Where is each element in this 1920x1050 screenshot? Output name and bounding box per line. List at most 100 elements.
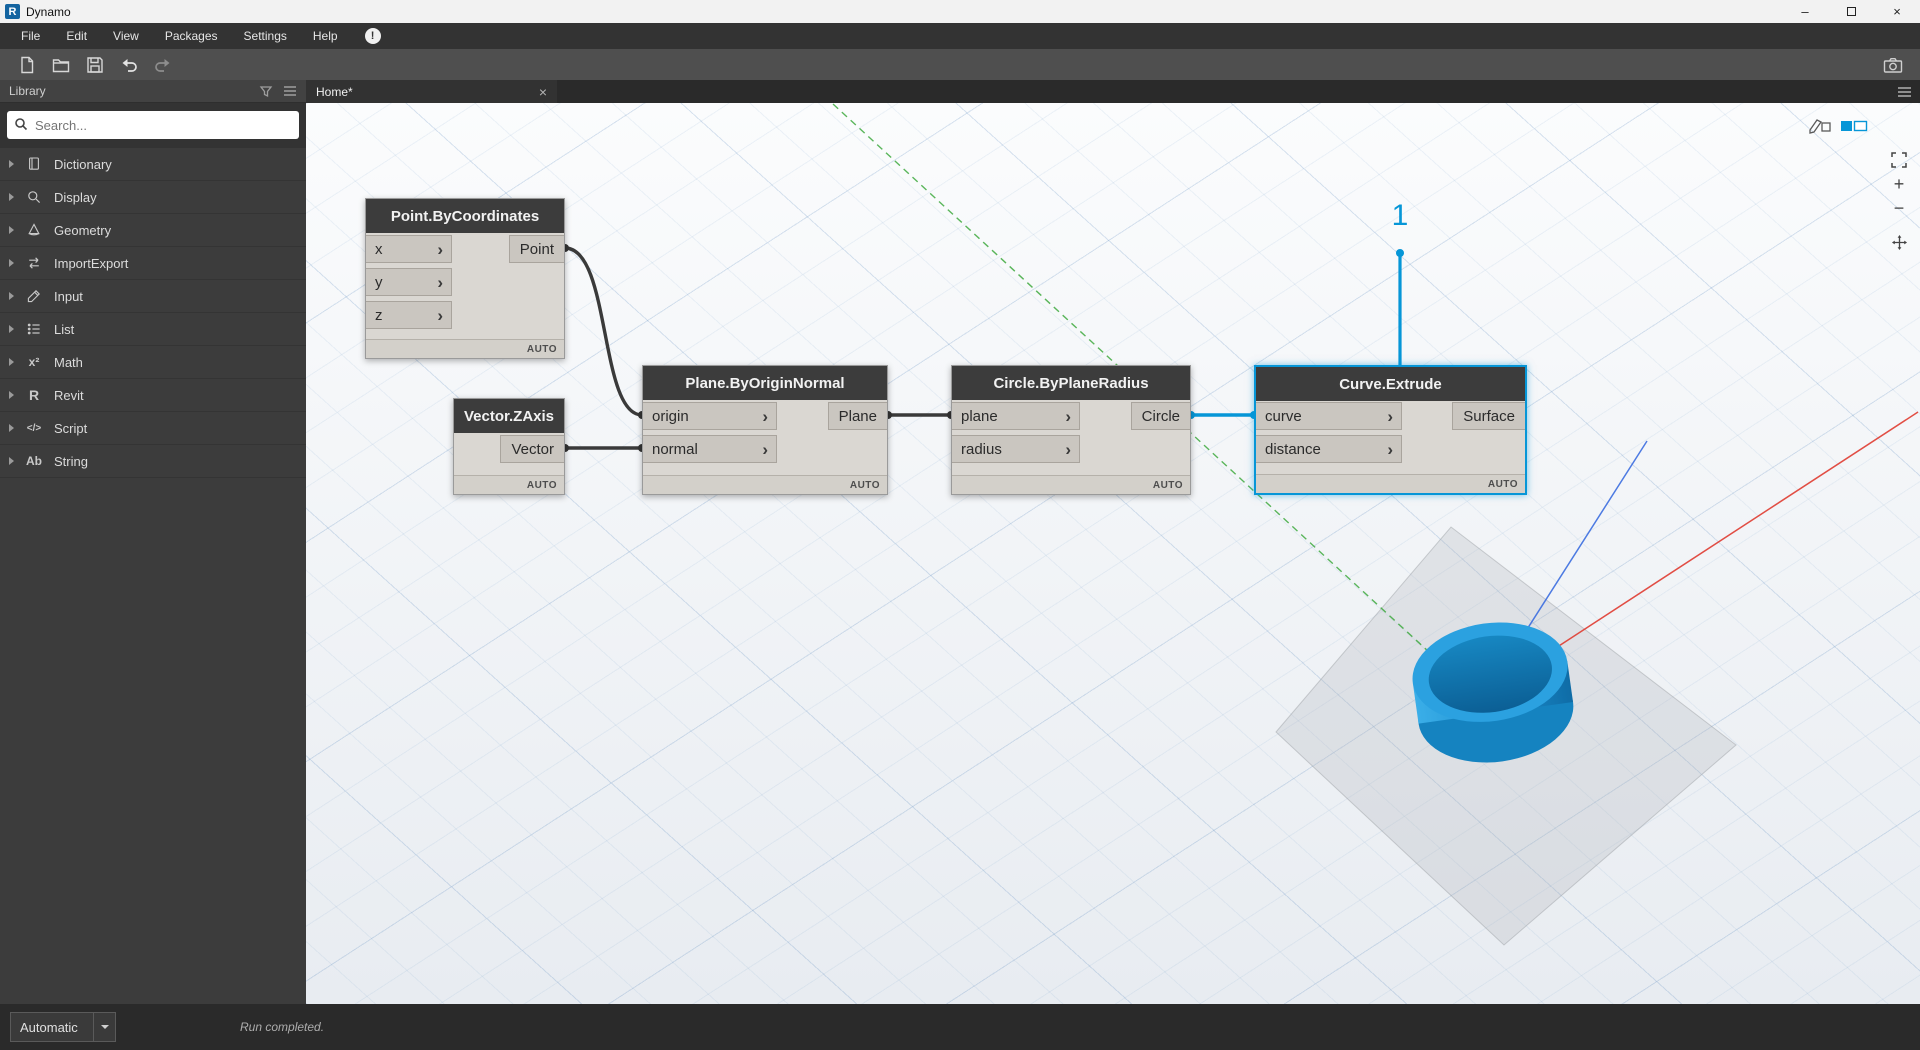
output-port-circle[interactable]: Circle xyxy=(1130,402,1190,430)
menu-packages[interactable]: Packages xyxy=(164,29,218,43)
minimize-button[interactable]: – xyxy=(1801,4,1809,19)
library-menu-icon[interactable] xyxy=(283,85,297,97)
wire-point-to-origin[interactable] xyxy=(563,246,644,417)
node-title[interactable]: Plane.ByOriginNormal xyxy=(643,366,887,400)
node-curve-extrude[interactable]: Curve.Extrude curve › distance › Surface… xyxy=(1254,365,1527,495)
library-item-math[interactable]: x² Math xyxy=(0,346,306,379)
library-search xyxy=(0,103,306,148)
expand-arrow-icon[interactable] xyxy=(9,325,14,333)
lacing-indicator[interactable]: AUTO xyxy=(526,343,557,355)
node-title[interactable]: Circle.ByPlaneRadius xyxy=(952,366,1190,400)
expand-arrow-icon[interactable] xyxy=(9,226,14,234)
magnifier-icon xyxy=(23,189,45,205)
tab-home[interactable]: Home* × xyxy=(306,80,557,103)
maximize-button[interactable] xyxy=(1828,0,1874,23)
run-mode-select[interactable]: Automatic xyxy=(10,1012,116,1042)
output-port-plane[interactable]: Plane xyxy=(827,402,887,430)
menu-file[interactable]: File xyxy=(21,29,41,43)
library-item-dictionary[interactable]: Dictionary xyxy=(0,148,306,181)
lacing-indicator[interactable]: AUTO xyxy=(849,479,880,491)
input-port-radius[interactable]: radius › xyxy=(952,435,1080,463)
workspace-menu-icon[interactable] xyxy=(1897,86,1912,98)
pan-icon xyxy=(1891,234,1907,250)
close-button[interactable]: × xyxy=(1893,4,1901,19)
library-item-display[interactable]: Display xyxy=(0,181,306,214)
input-port-x[interactable]: x › xyxy=(366,235,452,263)
bullet-list-icon xyxy=(23,321,45,337)
output-port-surface[interactable]: Surface xyxy=(1452,402,1525,430)
preview-cylinder xyxy=(1412,622,1574,763)
expand-arrow-icon[interactable] xyxy=(9,160,14,168)
library-item-list[interactable]: List xyxy=(0,313,306,346)
node-vector-zaxis[interactable]: Vector.ZAxis Vector AUTO xyxy=(453,398,565,495)
fit-view-button[interactable] xyxy=(1887,148,1911,172)
input-port-distance[interactable]: distance › xyxy=(1256,435,1402,463)
redo-button[interactable] xyxy=(146,52,180,78)
node-point-bycoordinates[interactable]: Point.ByCoordinates x › y › z › Point xyxy=(365,198,565,359)
menu-view[interactable]: View xyxy=(113,29,139,43)
titlebar: R Dynamo – × xyxy=(0,0,1920,23)
expand-arrow-icon[interactable] xyxy=(9,391,14,399)
library-item-string[interactable]: Ab String xyxy=(0,445,306,478)
dropdown-caret[interactable] xyxy=(93,1013,115,1041)
new-file-button[interactable] xyxy=(10,52,44,78)
zoom-out-button[interactable]: − xyxy=(1893,197,1905,218)
menu-settings[interactable]: Settings xyxy=(243,29,287,43)
tabbar: Home* × xyxy=(306,80,1920,103)
lacing-indicator[interactable]: AUTO xyxy=(1152,479,1183,491)
output-port-point[interactable]: Point xyxy=(508,235,564,263)
node-circle-byplaneradius[interactable]: Circle.ByPlaneRadius plane › radius › Ci… xyxy=(951,365,1191,495)
split-view-icon xyxy=(1841,120,1868,132)
expand-arrow-icon[interactable] xyxy=(9,424,14,432)
node-footer: AUTO xyxy=(1256,474,1525,493)
expand-arrow-icon[interactable] xyxy=(9,292,14,300)
input-port-normal[interactable]: normal › xyxy=(643,435,777,463)
export-image-button[interactable] xyxy=(1876,52,1910,78)
redo-icon xyxy=(155,58,170,72)
node-title[interactable]: Point.ByCoordinates xyxy=(366,199,564,233)
input-port-z[interactable]: z › xyxy=(366,301,452,329)
input-port-curve[interactable]: curve › xyxy=(1256,402,1402,430)
undo-button[interactable] xyxy=(112,52,146,78)
node-plane-byoriginnormal[interactable]: Plane.ByOriginNormal origin › normal › P… xyxy=(642,365,888,495)
open-button[interactable] xyxy=(44,52,78,78)
chevron-right-icon: › xyxy=(437,239,443,259)
graph-canvas[interactable]: 1 Point.ByCoordinates x › y › xyxy=(306,103,1920,1004)
tab-close-icon[interactable]: × xyxy=(538,83,547,100)
lacing-indicator[interactable]: AUTO xyxy=(526,479,557,491)
math-icon: x² xyxy=(28,355,40,369)
workspace: Home* × xyxy=(306,80,1920,1004)
maximize-icon xyxy=(1846,7,1856,16)
menu-help[interactable]: Help xyxy=(312,29,338,43)
input-port-plane[interactable]: plane › xyxy=(952,402,1080,430)
x-axis-line xyxy=(1478,411,1919,699)
expand-arrow-icon[interactable] xyxy=(9,457,14,465)
input-port-origin[interactable]: origin › xyxy=(643,402,777,430)
expand-arrow-icon[interactable] xyxy=(9,358,14,366)
annotation-pin-dot xyxy=(1396,249,1404,257)
search-input[interactable] xyxy=(7,111,299,139)
library-item-script[interactable]: </> Script xyxy=(0,412,306,445)
library-item-revit[interactable]: R Revit xyxy=(0,379,306,412)
menu-edit[interactable]: Edit xyxy=(66,29,88,43)
node-title[interactable]: Vector.ZAxis xyxy=(454,399,564,433)
pan-button[interactable] xyxy=(1887,230,1911,254)
save-button[interactable] xyxy=(78,52,112,78)
notifications-icon[interactable]: ! xyxy=(364,28,381,44)
lacing-indicator[interactable]: AUTO xyxy=(1487,478,1518,490)
geometry-edit-toggle-button[interactable] xyxy=(1807,115,1833,137)
zoom-controls: + − xyxy=(1887,148,1911,254)
library-item-input[interactable]: Input xyxy=(0,280,306,313)
fit-screen-icon xyxy=(1891,152,1907,168)
filter-icon[interactable] xyxy=(259,84,273,98)
node-title[interactable]: Curve.Extrude xyxy=(1256,367,1525,401)
library-title: Library xyxy=(9,84,46,98)
zoom-in-button[interactable]: + xyxy=(1893,173,1905,194)
input-port-y[interactable]: y › xyxy=(366,268,452,296)
library-item-importexport[interactable]: ImportExport xyxy=(0,247,306,280)
expand-arrow-icon[interactable] xyxy=(9,193,14,201)
output-port-vector[interactable]: Vector xyxy=(500,435,564,463)
background-preview-toggle-button[interactable] xyxy=(1840,115,1868,137)
expand-arrow-icon[interactable] xyxy=(9,259,14,267)
library-item-geometry[interactable]: Geometry xyxy=(0,214,306,247)
